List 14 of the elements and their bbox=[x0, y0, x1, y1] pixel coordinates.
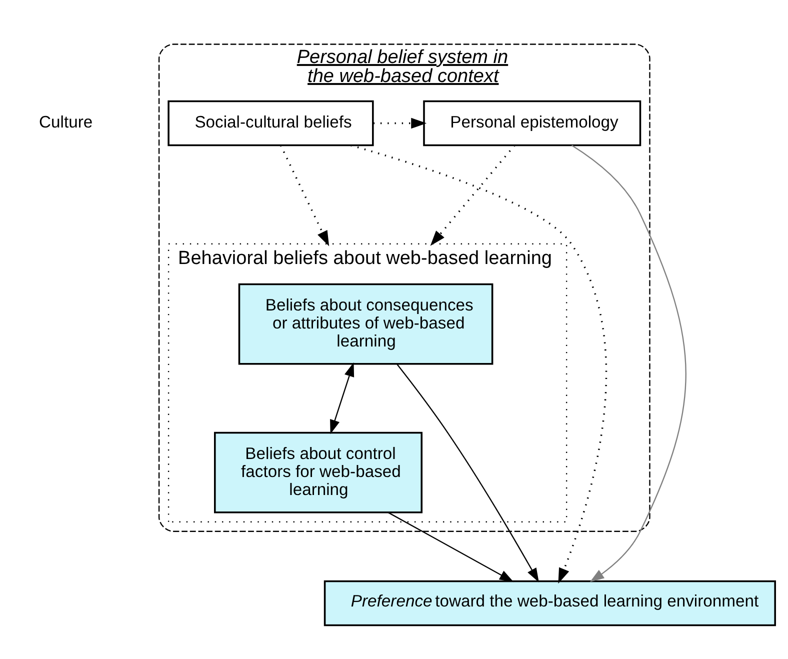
node-box: Beliefs about consequences or attributes of web-based learning bbox=[238, 282, 494, 364]
node-box: Preference toward the web-based learning environment bbox=[324, 580, 776, 626]
arrow bbox=[280, 144, 330, 246]
arrow bbox=[330, 362, 354, 434]
node-box: Personal epistemology bbox=[423, 100, 642, 146]
node-box: Social-cultural beliefs bbox=[168, 100, 374, 146]
arrow bbox=[430, 144, 516, 246]
arrow bbox=[572, 144, 686, 582]
arrow bbox=[373, 117, 427, 128]
arrow bbox=[350, 144, 607, 584]
arrow bbox=[388, 511, 514, 582]
label: Culture bbox=[39, 112, 93, 132]
node-box: Beliefs about control factors for web-based learning bbox=[214, 431, 423, 513]
arrow bbox=[396, 363, 539, 582]
